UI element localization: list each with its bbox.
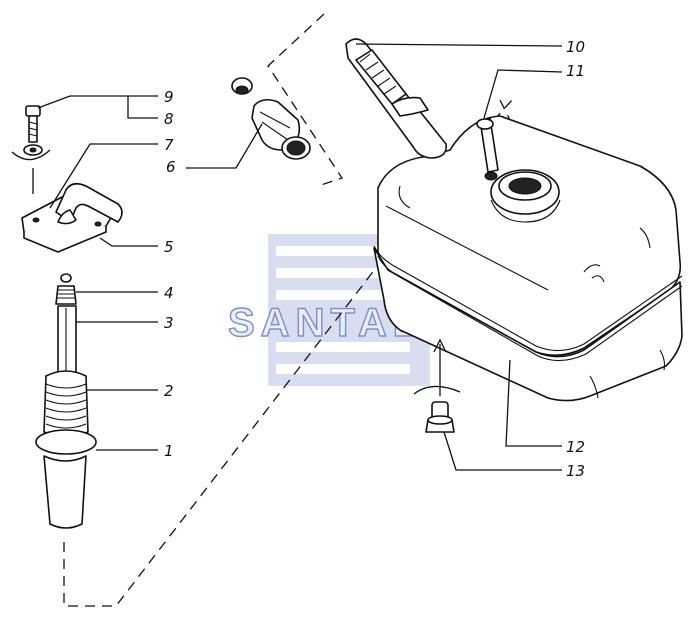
outlet-elbow-flange <box>21 182 123 253</box>
leader-12 <box>505 359 562 447</box>
callout-7: 7 <box>164 136 174 154</box>
leader-5 <box>99 237 158 247</box>
callout-5: 5 <box>164 238 174 256</box>
hose-route-dashed-line <box>63 99 513 607</box>
leader-10 <box>355 43 563 47</box>
cap-alignment-dashed-line <box>499 99 517 133</box>
leader-7 <box>49 143 158 209</box>
drain-plug <box>425 401 455 433</box>
callout-12: 12 <box>566 438 585 456</box>
callout-1: 1 <box>164 442 174 460</box>
filler-alignment-dashed-line <box>267 13 344 187</box>
filler-strainer <box>231 77 311 160</box>
filler-hose <box>345 38 447 159</box>
drain-arrow <box>413 338 461 396</box>
leader-8 <box>127 96 158 119</box>
callout-9: 9 <box>164 88 174 106</box>
callout-3: 3 <box>164 314 174 332</box>
hose-assembly <box>35 273 97 529</box>
callout-2: 2 <box>164 382 174 400</box>
callout-8: 8 <box>164 110 174 128</box>
callout-11: 11 <box>566 62 585 80</box>
bolt-arrow <box>11 149 51 194</box>
fuel-tank <box>373 115 683 402</box>
fixing-bolt <box>23 105 43 156</box>
leader-11 <box>483 69 563 119</box>
callout-4: 4 <box>164 284 174 302</box>
leader-6 <box>186 123 263 169</box>
tank-filler-neck <box>490 169 561 223</box>
callout-13: 13 <box>566 462 585 480</box>
callout-10: 10 <box>566 38 585 56</box>
leader-9 <box>37 95 158 109</box>
breather-screw <box>476 117 499 181</box>
callout-6: 6 <box>166 158 176 176</box>
leader-13 <box>443 431 562 471</box>
